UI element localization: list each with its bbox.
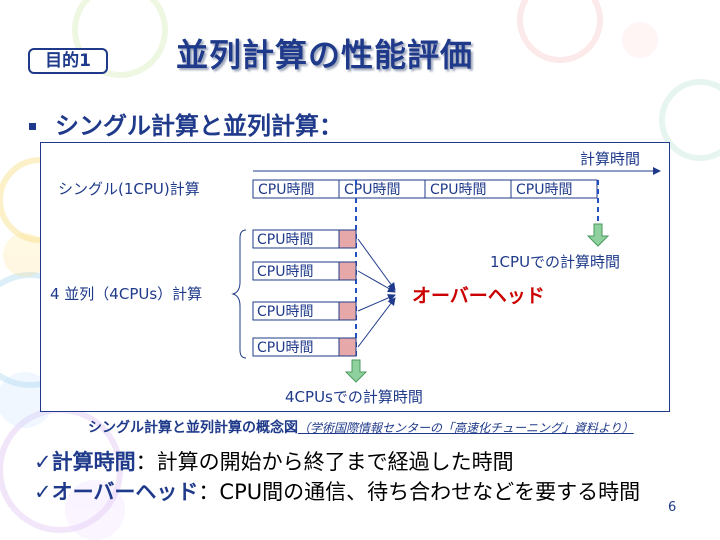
overhead-block — [338, 337, 357, 357]
overhead-label: オーバーヘッド — [412, 285, 545, 307]
page-title: 並列計算の性能評価 — [176, 36, 474, 74]
single-calc-label: シングル(1CPU)計算 — [58, 180, 200, 198]
parallel-blocks: CPU時間 CPU時間 CPU時間 CPU時間 — [252, 229, 357, 357]
section-heading: シングル計算と並列計算： — [55, 112, 343, 140]
definition-computation-time: ✓計算時間：計算の開始から終了まで経過した時間 — [34, 446, 514, 476]
definition-desc: ：CPU間の通信、待ち合わせなどを要する時間 — [198, 480, 641, 504]
page-number: 6 — [668, 500, 677, 515]
parallel-brace — [231, 229, 247, 359]
four-cpu-time-arrow — [344, 359, 368, 383]
overhead-pointer-arrows — [357, 238, 396, 348]
parallel-calc-label: 4 並列（4CPUs）計算 — [50, 285, 202, 303]
one-cpu-time-label: 1CPUでの計算時間 — [490, 253, 620, 271]
single-cpu-block: CPU時間 — [258, 182, 314, 198]
overhead-block — [338, 301, 357, 321]
single-cpu-block: CPU時間 — [430, 182, 486, 198]
parallel-computation-diagram: 計算時間 シングル(1CPU)計算 CPU時間 CPU時間 CPU時間 CPU時… — [40, 142, 670, 412]
parallel-cpu-block: CPU時間 — [257, 340, 313, 356]
overhead-block — [338, 261, 357, 281]
parallel-cpu-block: CPU時間 — [257, 304, 313, 320]
checkmark-icon: ✓ — [34, 450, 52, 474]
overhead-block — [338, 229, 357, 249]
definition-term: 計算時間 — [51, 450, 136, 474]
one-cpu-time-arrow — [586, 223, 610, 247]
single-cpu-block: CPU時間 — [344, 182, 400, 198]
diagram-caption: シングル計算と並列計算の概念図（学術国際情報センターの「高速化チューニング」資料… — [88, 417, 634, 437]
parallel-cpu-block: CPU時間 — [257, 232, 313, 248]
four-cpu-time-label: 4CPUsでの計算時間 — [285, 388, 423, 406]
single-cpu-block: CPU時間 — [516, 182, 572, 198]
definition-term: オーバーヘッド — [51, 480, 199, 504]
time-axis-label: 計算時間 — [580, 150, 640, 168]
parallel-cpu-block: CPU時間 — [257, 264, 313, 280]
definition-overhead: ✓オーバーヘッド：CPU間の通信、待ち合わせなどを要する時間 — [34, 476, 640, 506]
bullet-marker — [29, 123, 36, 130]
checkmark-icon: ✓ — [34, 480, 52, 504]
definition-desc: ：計算の開始から終了まで経過した時間 — [135, 450, 514, 474]
single-blocks: CPU時間 CPU時間 CPU時間 CPU時間 — [252, 179, 598, 199]
caption-main: シングル計算と並列計算の概念図 — [88, 420, 298, 436]
goal-tag: 目的1 — [28, 48, 108, 74]
caption-source: （学術国際情報センターの「高速化チューニング」資料より） — [298, 421, 634, 435]
